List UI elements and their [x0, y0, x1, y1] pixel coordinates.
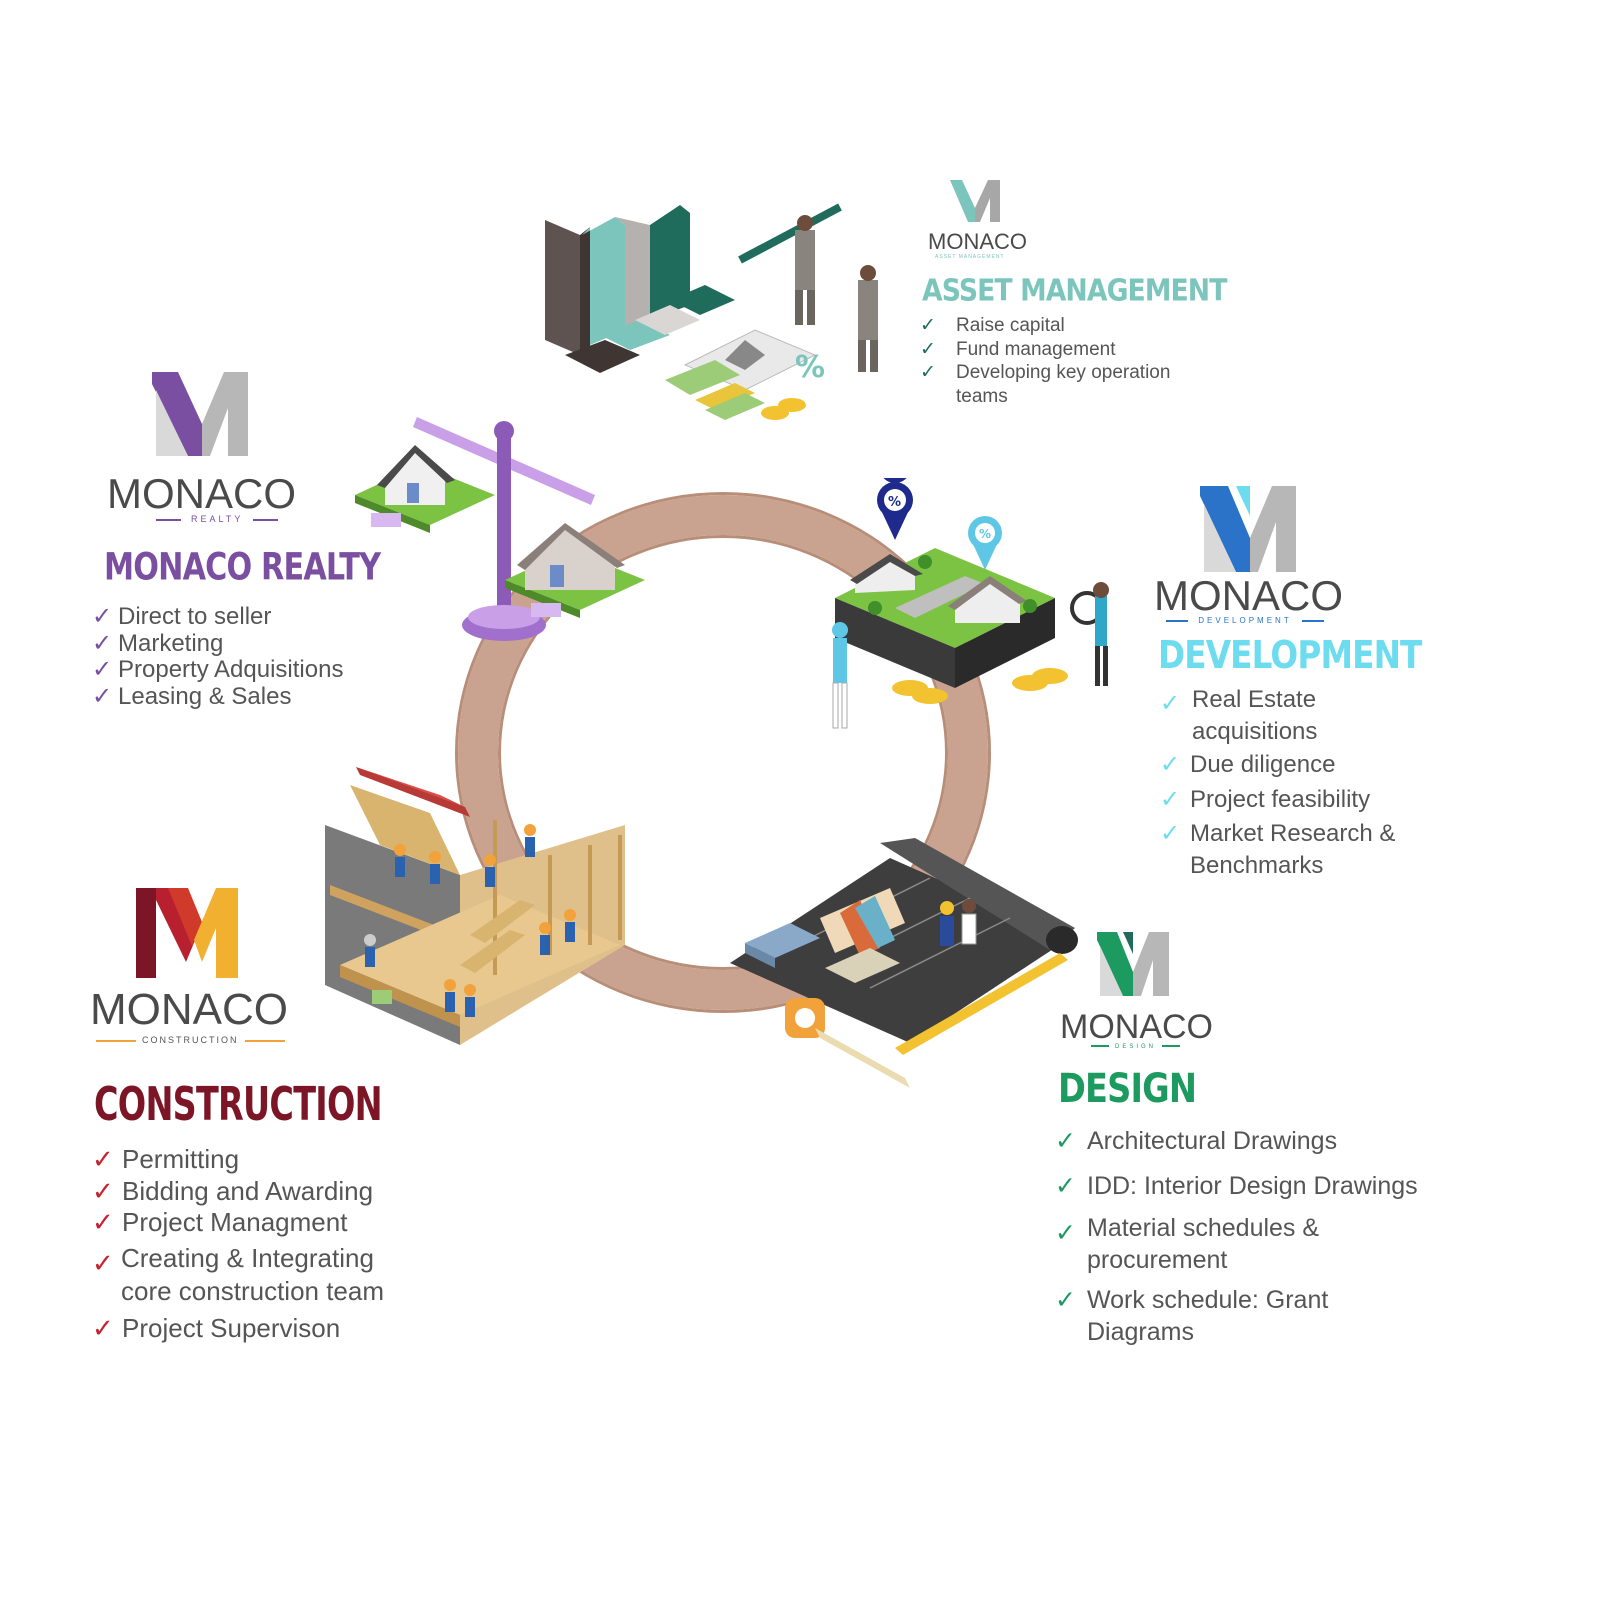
construction-list: ✓Permitting ✓Bidding and Awarding ✓Proje… — [92, 1144, 384, 1344]
list-item: Benchmarks — [1190, 851, 1324, 879]
design-logo-sub: DESIGN — [1085, 1044, 1181, 1050]
check-icon: ✓ — [1160, 751, 1181, 778]
check-icon: ✓ — [92, 1207, 114, 1237]
realty-logo-word: MONACO — [107, 470, 296, 517]
realty-logo-mark — [152, 372, 248, 456]
development-logo-sub: DEVELOPMENT — [1155, 616, 1335, 625]
asset-management-logo-mark — [950, 180, 1000, 222]
svg-text:%: % — [795, 350, 825, 385]
divider — [244, 1039, 285, 1042]
check-icon: ✓ — [92, 603, 113, 630]
check-icon: ✓ — [920, 338, 936, 360]
list-item: procurement — [1087, 1245, 1228, 1274]
development-illustration: % % — [832, 478, 1109, 729]
divider — [156, 518, 181, 521]
list-item: ✓Creating & Integrating — [92, 1242, 374, 1278]
list-item: ✓Bidding and Awarding — [92, 1175, 374, 1206]
check-icon: ✓ — [1160, 820, 1181, 847]
check-icon: ✓ — [920, 315, 936, 336]
list-item: ✓Developing key operation — [920, 362, 1171, 383]
check-icon: ✓ — [1055, 1286, 1076, 1314]
list-item: ✓Project Managment — [92, 1207, 348, 1237]
list-item: ✓Property Adquisitions — [92, 656, 344, 683]
divider — [253, 518, 279, 521]
list-item: ✓Raise capital — [920, 315, 1065, 336]
check-icon: ✓ — [92, 1175, 114, 1206]
design-list: ✓Architectural Drawings ✓IDD: Interior D… — [1055, 1126, 1418, 1348]
check-icon: ✓ — [92, 656, 113, 683]
divider — [1162, 1045, 1181, 1048]
realty-scale-illustration — [355, 417, 645, 641]
list-item: ✓IDD: Interior Design Drawings — [1055, 1171, 1418, 1203]
divider — [1301, 619, 1324, 622]
list-item: ✓Marketing — [92, 629, 224, 657]
realty-list: ✓Direct to seller ✓Marketing ✓Property A… — [92, 603, 344, 710]
list-item: ✓Architectural Drawings — [1055, 1126, 1418, 1158]
construction-logo-word: MONACO — [90, 985, 288, 1034]
realty-logo-sub: REALTY — [146, 514, 279, 524]
check-icon: ✓ — [1160, 690, 1181, 717]
divider — [1091, 1045, 1109, 1048]
construction-logo-sub: CONSTRUCTION — [90, 1035, 285, 1045]
check-icon: ✓ — [1160, 785, 1181, 813]
list-item: ✓Market Research & — [1160, 818, 1395, 850]
divider — [1166, 619, 1189, 622]
list-item: ✓Leasing & Sales — [92, 682, 292, 710]
check-icon: ✓ — [1055, 1219, 1076, 1247]
list-item: ✓Direct to seller — [92, 603, 272, 630]
design-logo-word: MONACO — [1060, 1008, 1213, 1046]
list-item: teams — [956, 385, 1008, 407]
asset-management-title: ASSET MANAGEMENT — [922, 272, 1227, 308]
svg-text:%: % — [888, 495, 901, 510]
divider — [96, 1039, 136, 1042]
check-icon: ✓ — [92, 1247, 114, 1278]
development-logo-mark — [1200, 486, 1296, 572]
check-icon: ✓ — [1055, 1171, 1076, 1200]
list-item: ✓Real Estate — [1160, 684, 1395, 717]
asset-management-logo-sub: ASSET MANAGEMENT — [935, 254, 1005, 260]
list-item: ✓Fund management — [920, 338, 1116, 360]
list-item: acquisitions — [1192, 717, 1318, 745]
realty-title: MONACO REALTY — [104, 546, 381, 590]
svg-text:%: % — [979, 527, 991, 541]
design-title: DESIGN — [1058, 1066, 1197, 1112]
asset-management-list: ✓Raise capital ✓Fund management ✓Develop… — [920, 314, 1170, 408]
development-logo-word: MONACO — [1154, 572, 1343, 619]
list-item: ✓Due diligence — [1160, 749, 1395, 781]
list-item: ✓Material schedules & — [1055, 1213, 1418, 1247]
asset-management-illustration: % — [545, 203, 878, 420]
list-item: Diagrams — [1087, 1317, 1194, 1346]
check-icon: ✓ — [92, 629, 113, 657]
list-item: core construction team — [121, 1276, 385, 1306]
list-item: ✓Permitting — [92, 1144, 240, 1174]
list-item: ✓Work schedule: Grant — [1055, 1285, 1418, 1317]
list-item: ✓Project Supervison — [92, 1312, 341, 1343]
check-icon: ✓ — [1055, 1127, 1076, 1155]
check-icon: ✓ — [92, 682, 113, 710]
construction-title: CONSTRUCTION — [94, 1078, 383, 1132]
asset-management-logo-word: MONACO — [928, 229, 1027, 254]
check-icon: ✓ — [920, 362, 936, 383]
development-list: ✓Real Estate acquisitions ✓Due diligence… — [1160, 684, 1395, 881]
development-title: DEVELOPMENT — [1158, 633, 1422, 677]
construction-logo-mark — [136, 888, 238, 978]
list-item: ✓Project feasibility — [1160, 784, 1395, 816]
check-icon: ✓ — [92, 1312, 114, 1343]
check-icon: ✓ — [92, 1144, 114, 1174]
construction-house-illustration — [325, 767, 625, 1045]
design-logo-mark — [1097, 932, 1169, 996]
design-blueprint-illustration — [730, 838, 1078, 1088]
